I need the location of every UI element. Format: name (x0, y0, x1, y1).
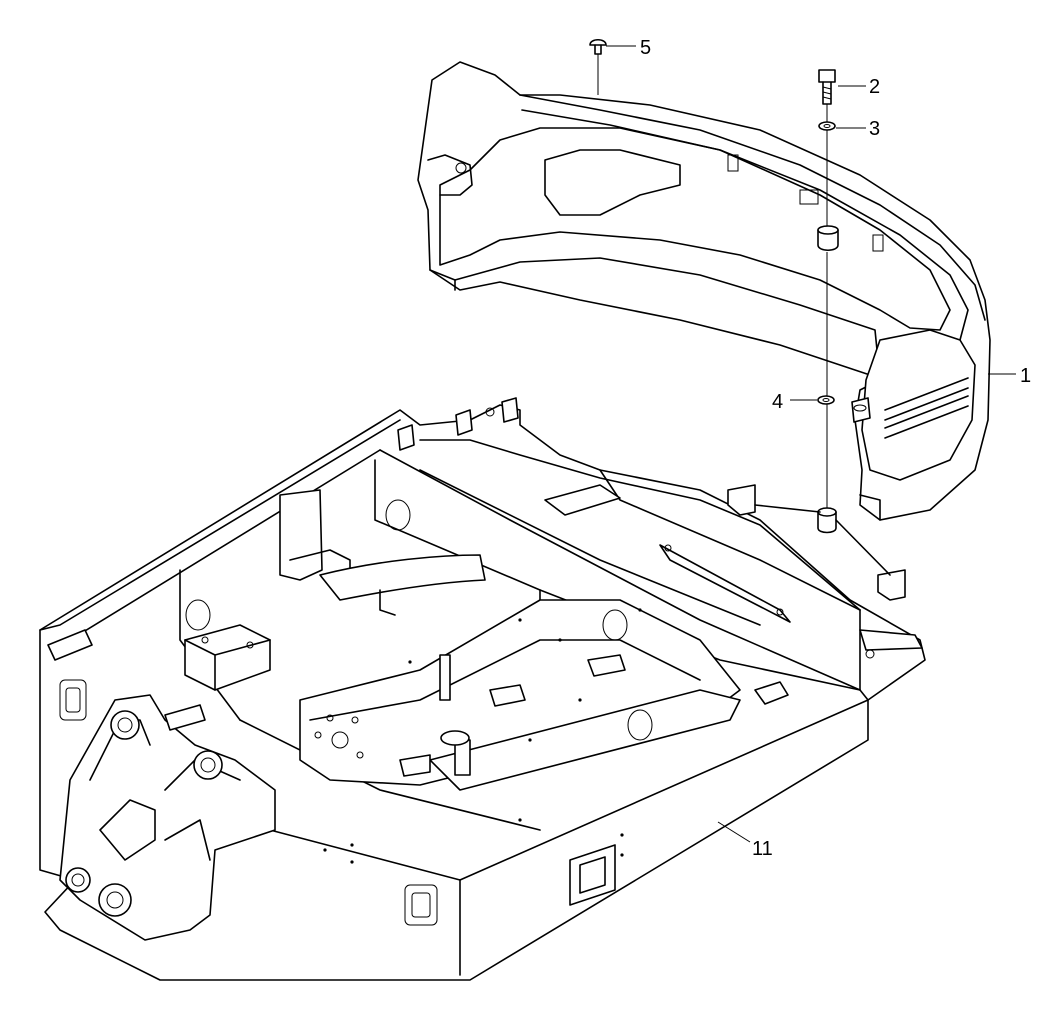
callout-labels: 1 2 3 4 5 11 (640, 37, 1031, 860)
bolt (818, 69, 836, 105)
callout-2: 2 (869, 76, 880, 98)
leader-lines (606, 45, 1016, 843)
callout-3: 3 (869, 118, 880, 140)
counterweight (417, 61, 991, 521)
washer (818, 121, 836, 131)
upper-frame (39, 397, 926, 981)
callout-11: 11 (752, 838, 773, 860)
callout-5: 5 (640, 37, 651, 59)
callout-4: 4 (772, 391, 783, 413)
spacer-washer (817, 395, 835, 405)
mounting-boss (817, 507, 837, 534)
callout-1: 1 (1020, 365, 1031, 387)
plug (589, 38, 607, 55)
